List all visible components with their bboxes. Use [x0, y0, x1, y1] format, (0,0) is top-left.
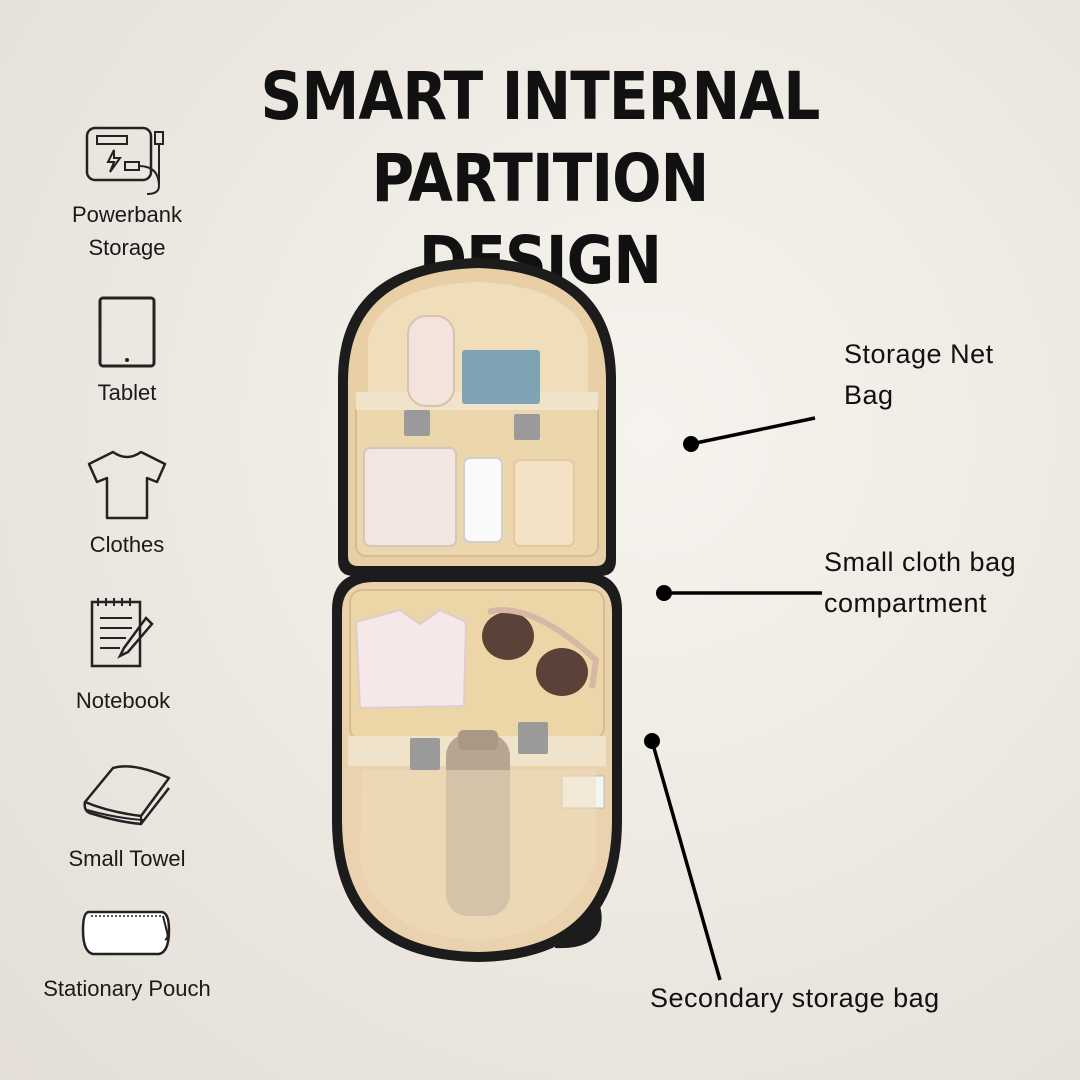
callout-line [650, 740, 722, 981]
secondary-storage-bag [360, 770, 596, 940]
feature-towel: Small Towel [7, 760, 247, 875]
callout-storage-net: Storage Net Bag [844, 334, 994, 416]
notebook-icon [90, 598, 154, 668]
feature-label: Tablet [97, 380, 157, 405]
callout-text: Bag [844, 380, 894, 410]
powerbank [513, 459, 575, 547]
baby-onesie [354, 608, 468, 710]
umbrella [407, 315, 455, 407]
tshirt-icon [87, 450, 167, 520]
feature-notebook: Notebook [3, 596, 243, 717]
sunglasses [482, 607, 600, 696]
water-bottle-cap [458, 730, 498, 750]
callout-text: compartment [824, 588, 988, 618]
tablet-icon [98, 296, 156, 368]
feature-label: Storage [88, 235, 166, 260]
title-line-1: SMART INTERNAL [260, 58, 820, 135]
hand-cream [463, 457, 503, 543]
feature-label: Clothes [89, 532, 165, 557]
feature-label: Powerbank [71, 202, 183, 227]
powerbank-icon [85, 126, 164, 195]
book [462, 350, 540, 404]
feature-powerbank: Powerbank Storage [7, 118, 247, 264]
feature-label: Notebook [75, 688, 171, 713]
feature-clothes: Clothes [7, 448, 247, 561]
buckle [514, 414, 540, 440]
handkerchief [363, 447, 457, 547]
page-title: SMART INTERNAL PARTITION DESIGN [241, 56, 839, 302]
buckle [518, 722, 548, 754]
callout-text: Small cloth bag [824, 547, 1017, 577]
title-line-2: PARTITION DESIGN [371, 140, 710, 299]
pouch-icon [81, 910, 171, 956]
buckle [410, 738, 440, 770]
feature-label: Stationary Pouch [43, 976, 211, 1001]
buckle [404, 410, 430, 436]
towel-icon [83, 765, 171, 826]
callout-cloth-bag: Small cloth bag compartment [824, 542, 1016, 624]
callout-text: Storage Net [844, 339, 994, 369]
feature-pouch: Stationary Pouch [7, 906, 247, 1005]
callout-text: Secondary storage bag [650, 983, 940, 1013]
callout-secondary-storage: Secondary storage bag [650, 978, 940, 1019]
feature-label: Small Towel [68, 846, 186, 871]
callout-line [690, 416, 816, 446]
feature-tablet: Tablet [7, 296, 247, 409]
